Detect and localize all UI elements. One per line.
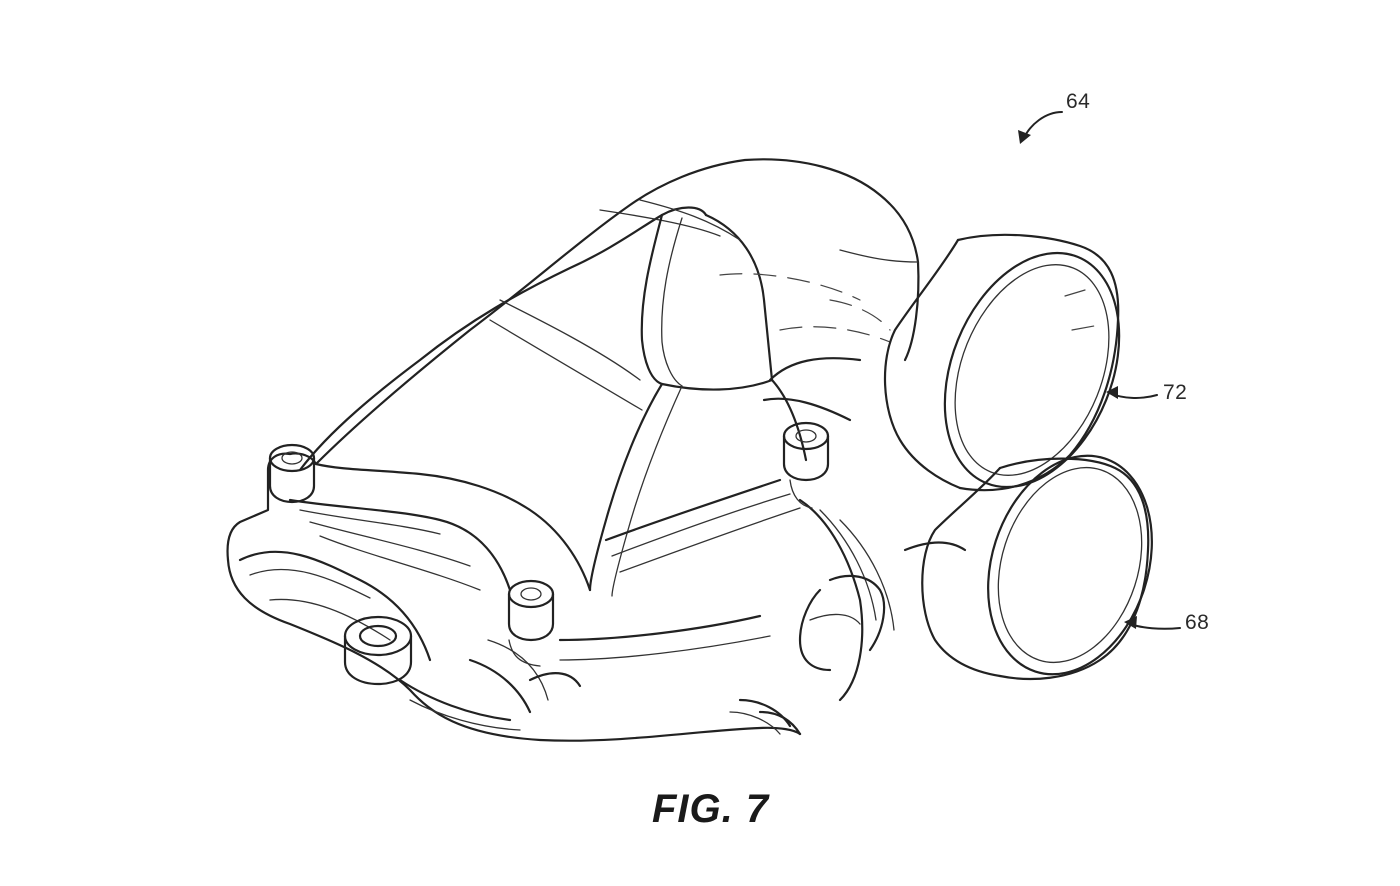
figure-caption: FIG. 7 (652, 787, 770, 831)
bolt-front-right (782, 421, 830, 509)
bolt-rear (507, 579, 555, 667)
leader-arrow-64 (1018, 111, 1063, 144)
leader-arrow-68 (1124, 616, 1181, 630)
reference-numeral-72: 72 (1163, 381, 1188, 404)
leader-arrow-72 (1106, 386, 1158, 399)
upper-outlet-pipe (883, 233, 1121, 492)
mounting-boss (343, 615, 413, 686)
reference-numeral-64: 64 (1066, 90, 1091, 113)
lower-outlet-pipe (903, 454, 1153, 681)
bolt-front-left (268, 443, 316, 504)
reference-numeral-68: 68 (1185, 611, 1210, 634)
manifold-body (226, 158, 920, 742)
